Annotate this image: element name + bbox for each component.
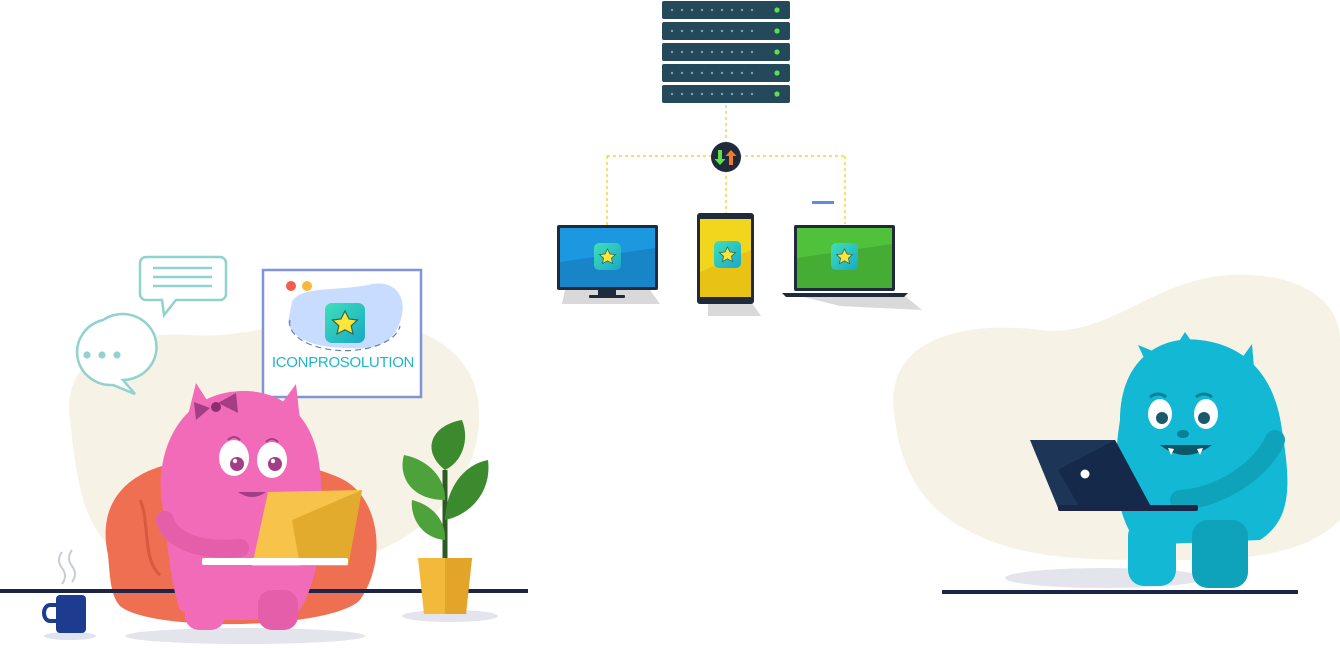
desktop-device: [557, 225, 660, 304]
pink-monster-laptop: [202, 490, 362, 566]
sync-arrows-icon: [711, 142, 741, 172]
chat-bubble-icon: [138, 255, 228, 319]
coffee-mug-icon: [42, 549, 86, 633]
floor-line: [942, 590, 1298, 594]
minimize-icon: [302, 281, 312, 291]
network-lines: [606, 105, 846, 226]
blue-monster-laptop: [1030, 440, 1198, 511]
close-icon: [286, 281, 296, 291]
floor-shadow: [125, 628, 365, 644]
brand-poster: [261, 268, 423, 399]
dots-bubble-icon: [75, 312, 158, 396]
plant-icon: [402, 420, 489, 614]
laptop-device: [782, 201, 922, 310]
brand-name-text: ICONPROSOLUTION: [271, 354, 415, 371]
server-icon: [662, 1, 790, 103]
blue-monster: [1116, 332, 1288, 588]
tablet-device: [697, 213, 761, 316]
minimize-icon: [812, 201, 834, 204]
